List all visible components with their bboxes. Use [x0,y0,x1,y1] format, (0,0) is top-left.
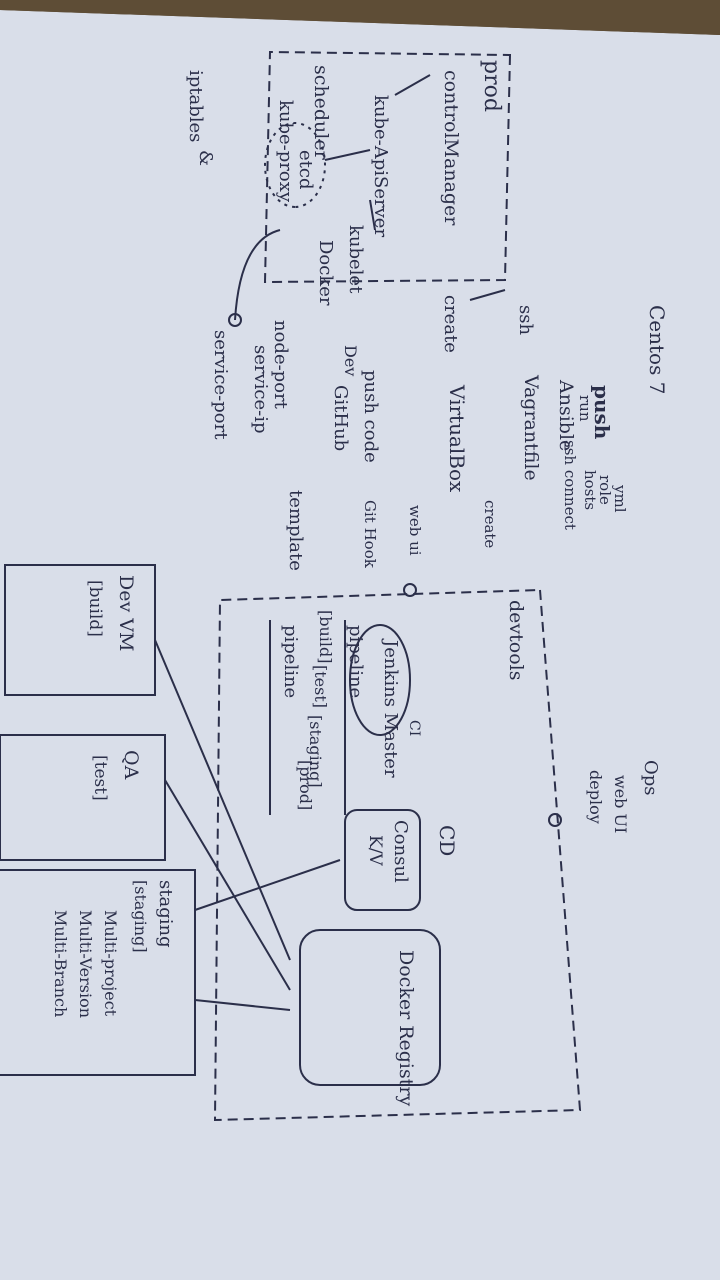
docker-label: Docker [315,240,336,306]
service-port-label: service-port [210,330,231,440]
staging-registry-arrow [194,999,291,1011]
ci-label: CI [406,720,422,736]
deploy-label: deploy [586,770,605,824]
centos-label: Centos 7 [645,305,669,394]
node-port-circle [228,313,242,327]
ssh-label: ssh [515,305,536,335]
staging-consul-arrow [194,859,341,911]
rotated-sketch: prod controlManager scheduler kube-ApiSe… [0,50,669,1122]
hosts-label: hosts [581,470,599,510]
web-ui-circle [403,583,417,597]
jenkins-label: Jenkins Master [380,638,401,778]
staging-label: [staging] [306,715,325,788]
qa-sub: [test] [90,755,110,801]
registry-label: Docker Registry [395,950,417,1106]
run-label: run [576,395,594,422]
service-ip-label: service-ip [250,345,271,434]
consul-label: Consul [390,820,411,883]
kube-proxy-label: kube-proxy [275,100,296,203]
consul-cylinder [344,809,421,911]
create-small-label: create [481,500,499,548]
ampersand-label: & [195,150,216,166]
push-label: push [590,385,614,440]
staging-box [0,869,196,1076]
etcd-cluster-ellipse [264,122,326,208]
ssh-connect-label: ssh connect [561,440,579,530]
kubelet-label: kubelet [345,225,366,294]
staging-line3: Multi-Branch [51,910,70,1017]
devvm-registry-arrow [154,639,291,961]
jenkins-ellipse [349,624,411,736]
control-manager-label: controlManager [440,70,462,226]
push-code-label: push code [360,370,381,463]
pipeline-2-label: pipeline [280,625,301,698]
prod-box [263,50,512,284]
api-to-etcd-line [324,149,371,161]
qa-box [0,734,166,861]
cm-to-api-line [394,74,431,96]
test-label: [test] [311,665,330,708]
proxy-to-port-line [234,229,281,321]
prod-label: prod [479,60,504,112]
template-label: template [285,490,306,571]
dev-vm-title: Dev VM [115,575,137,651]
ansible-label: Ansible [555,379,577,451]
registry-cylinder [299,929,441,1086]
build-label: [build] [316,610,335,664]
ops-circle [548,813,562,827]
pipeline-1-label: pipeline [345,625,366,698]
node-port-label: node-port [270,320,291,410]
kv-label: K/V [365,835,385,866]
devtools-box [213,588,582,1122]
prod-stage-label: [prod] [296,760,315,810]
github-label: GitHub [330,385,351,451]
devtools-label: devtools [505,600,527,680]
table-surface [0,0,720,35]
dev-vm-box [4,564,156,696]
kube-apiserver-label: kube-ApiServer [370,95,391,237]
cd-label: CD [435,825,459,856]
scheduler-label: scheduler [310,65,332,161]
staging-line2: Multi-Version [76,910,95,1018]
web-ui-1-label: web ui [406,505,424,556]
ssh-arrow [469,289,506,301]
virtualbox-label: VirtualBox [445,384,469,493]
iptables-label: iptables [185,70,206,142]
ops-label: Ops [640,760,661,796]
api-to-kubelet-line [369,199,376,231]
vagrantfile-label: Vagrantfile [520,374,542,481]
staging-line1: Multi-project [101,910,120,1017]
ops-web-ui-label: web UI [611,775,630,833]
role-label: role [596,475,614,505]
staging-sub: [staging] [131,880,150,953]
etcd-label: etcd [295,150,316,190]
paper-sheet [0,10,720,1280]
qa-title: QA [120,750,142,780]
create-label: create [440,295,461,353]
qa-registry-arrow [164,779,291,991]
git-hook-label: Git Hook [361,500,379,569]
yml-label: yml [611,484,629,513]
dev-vm-sub: [build] [85,580,105,637]
dev-label: Dev [341,345,360,376]
staging-title: staging [155,880,176,948]
